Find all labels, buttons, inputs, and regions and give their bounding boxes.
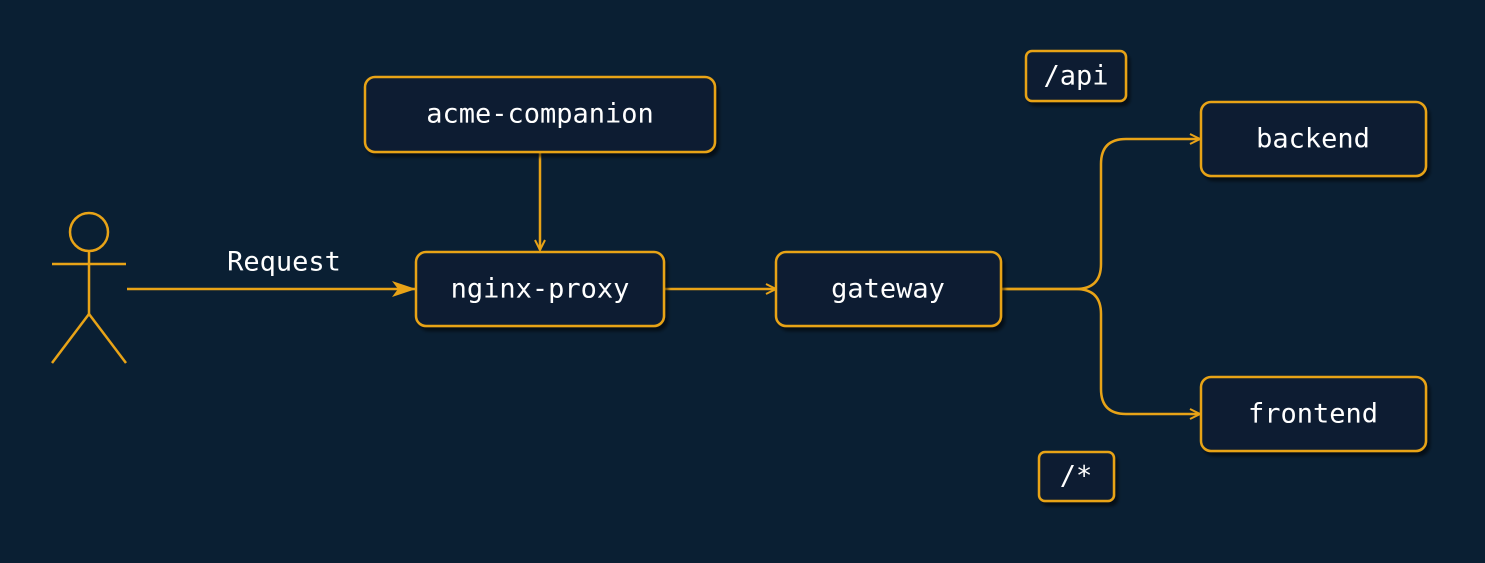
frontend-node[interactable]: frontend bbox=[1199, 375, 1428, 453]
wildcard-route-label: /* bbox=[1037, 450, 1116, 503]
wildcard-route-text: /* bbox=[1060, 461, 1093, 492]
backend-node[interactable]: backend bbox=[1199, 100, 1428, 178]
nginx-proxy-node[interactable]: nginx-proxy bbox=[414, 250, 666, 328]
acme-companion-node[interactable]: acme-companion bbox=[363, 75, 717, 154]
user-actor bbox=[51, 211, 127, 364]
backend-label: backend bbox=[1256, 124, 1370, 155]
api-route-label: /api bbox=[1024, 49, 1128, 103]
acme-companion-label: acme-companion bbox=[426, 99, 654, 130]
stick-figure-icon bbox=[51, 211, 127, 364]
gateway-to-backend-edge bbox=[1001, 139, 1200, 291]
gateway-node[interactable]: gateway bbox=[774, 250, 1003, 328]
frontend-label: frontend bbox=[1248, 399, 1378, 430]
api-route-text: /api bbox=[1043, 61, 1108, 92]
gateway-label: gateway bbox=[831, 274, 945, 305]
nginx-proxy-label: nginx-proxy bbox=[451, 274, 630, 305]
request-label: Request bbox=[227, 247, 341, 278]
gateway-to-frontend-edge bbox=[1001, 287, 1200, 414]
